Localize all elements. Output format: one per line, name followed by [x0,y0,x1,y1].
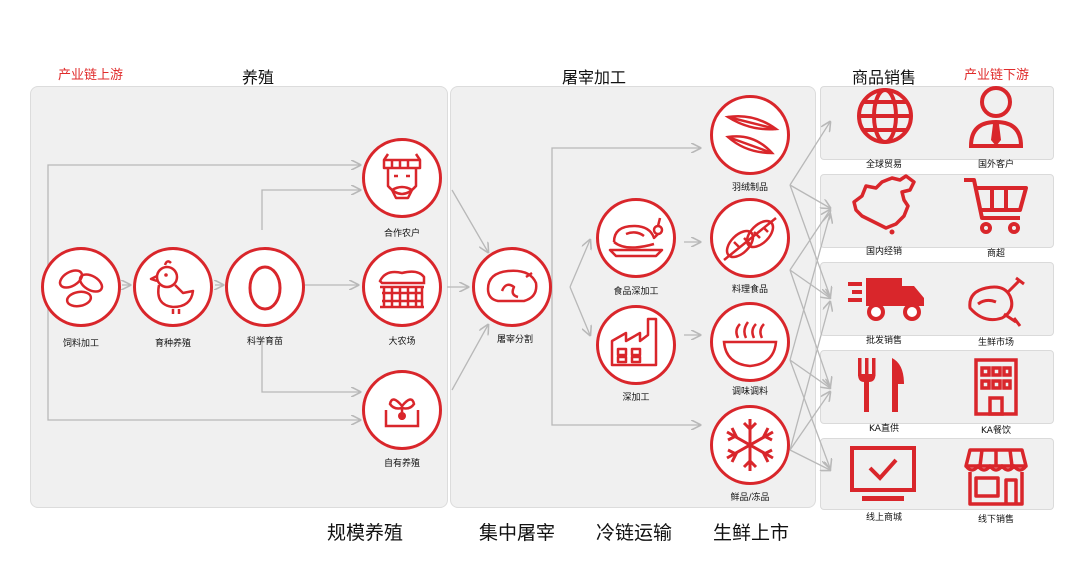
storefront-icon [964,448,1028,506]
fresh-label: 鲜品/冻品 [730,493,770,503]
wholesale-label: 批发销售 [865,336,903,346]
supermarket-label: 商超 [986,249,1006,259]
ka-direct-label: KA直供 [869,424,899,434]
egg-label: 科学育苗 [246,337,284,347]
stage-cold: 冷链运输 [595,522,673,544]
chicken-leg-icon [968,276,1025,327]
stage-market: 生鲜上市 [712,522,790,544]
feed-node [41,247,121,327]
breed-label: 育种养殖 [154,339,192,349]
deep-node [596,305,676,385]
global-trade-label: 全球贸易 [865,160,903,170]
businessman-icon [968,86,1024,148]
own-node [362,370,442,450]
coop-node [362,138,442,218]
sprout-icon [384,398,420,428]
shopping-cart-icon [964,178,1028,234]
feather-node [710,95,790,175]
farm-label: 大农场 [388,337,416,347]
skewer-icon [723,217,777,261]
seeds-icon [58,269,104,308]
food-deep-node [596,198,676,278]
seasoning-label: 调味调料 [731,387,769,397]
chicken-carcass-icon [486,269,538,303]
coop-label: 合作农户 [383,229,421,239]
slaughter-header: 屠宰加工 [562,68,627,87]
barn-icon [378,270,426,309]
stage-central: 集中屠宰 [478,522,556,544]
slaughter-label: 屠宰分割 [496,335,534,345]
sales-header: 商品销售 [852,68,917,87]
foreign-client-label: 国外客户 [977,160,1015,170]
online-label: 线上商城 [865,513,903,523]
upstream-header: 产业链上游 [58,68,124,83]
cooking-label: 料理食品 [731,285,769,295]
monitor-check-icon [850,446,916,501]
roast-chicken-icon [608,217,664,258]
own-label: 自有养殖 [383,459,421,469]
downstream-header: 产业链下游 [964,68,1030,83]
bowl-icon [722,321,778,368]
feather-label: 羽绒制品 [731,183,769,193]
globe-icon [857,88,913,144]
deep-label: 深加工 [622,393,650,403]
chick-icon [149,260,195,314]
fresh-market-label: 生鲜市场 [977,338,1015,348]
delivery-truck-icon [848,278,924,321]
egg-node [225,247,305,327]
factory-icon [610,317,658,367]
stage-scale: 规模养殖 [326,522,404,544]
food-deep-label: 食品深加工 [613,287,659,297]
domestic-label: 国内经销 [865,247,903,257]
feed-label: 饲料加工 [62,339,100,349]
building-icon [974,358,1018,416]
offline-label: 线下销售 [977,515,1015,525]
feather-icon [724,115,780,155]
snowflake-icon [726,419,774,471]
china-map-icon [852,174,916,235]
ka-catering-label: KA餐饮 [981,426,1011,436]
egg-icon [248,265,282,311]
fork-knife-icon [858,358,904,412]
farmer-icon [382,153,422,200]
breeding-header: 养殖 [242,68,275,87]
